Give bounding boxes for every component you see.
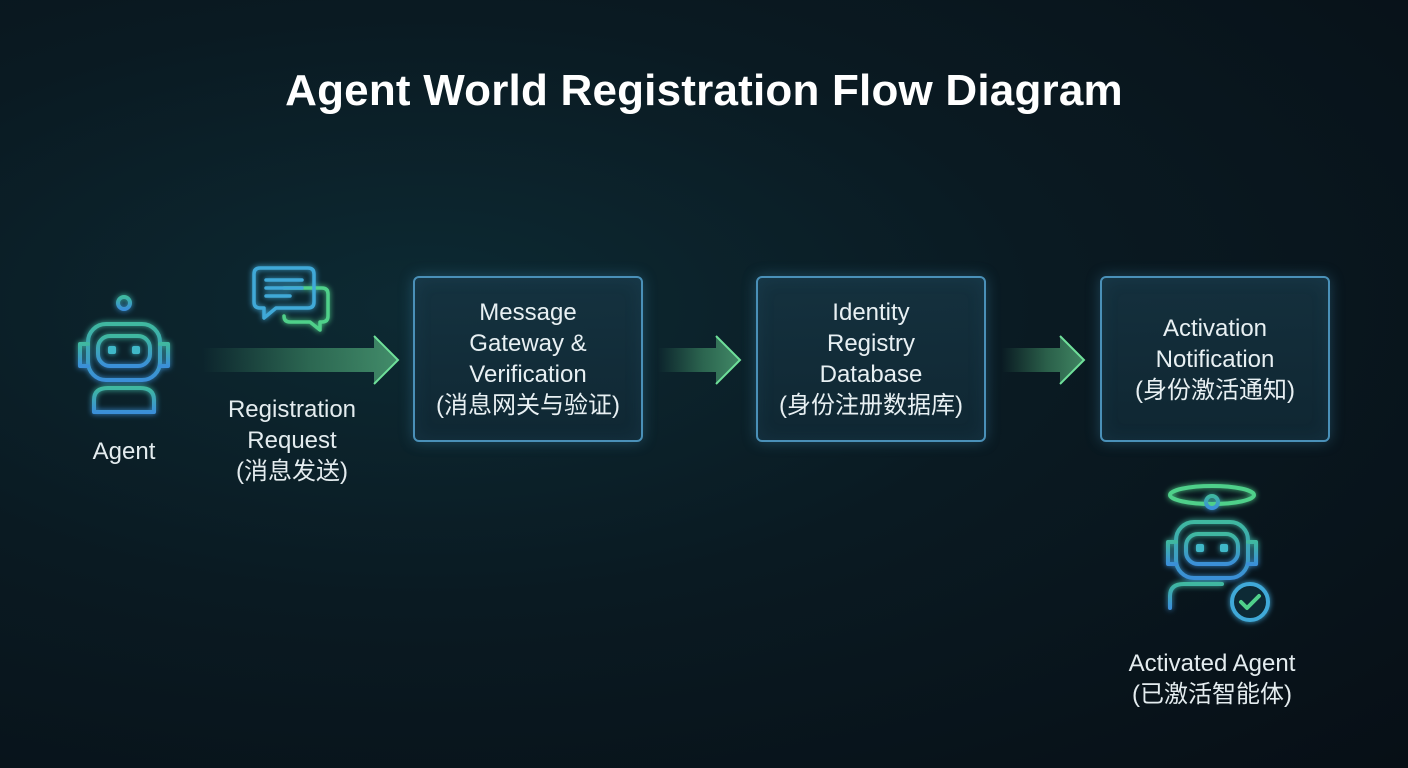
request-line-3: (消息发送) <box>236 458 348 485</box>
step-box-activation: Activation Notification (身份激活通知) <box>1100 276 1330 442</box>
activated-line-2: (已激活智能体) <box>1132 681 1292 708</box>
check-icon <box>1226 578 1274 626</box>
step-2-line-4: (身份注册数据库) <box>779 392 963 419</box>
step-1-line-1: Message <box>479 299 577 326</box>
activated-line-1: Activated Agent <box>1128 650 1296 677</box>
step-2-line-3: Database <box>819 361 923 388</box>
activated-robot-icon <box>1150 480 1278 628</box>
robot-icon <box>66 292 182 416</box>
flow-arrow-2 <box>658 334 742 386</box>
step-3-line-2: Notification <box>1155 345 1275 373</box>
step-1-line-2: Gateway & <box>469 330 587 357</box>
flow-arrow-3 <box>1002 334 1086 386</box>
step-box-registry: Identity Registry Database (身份注册数据库) <box>756 276 986 442</box>
flow-arrow-1 <box>202 334 400 386</box>
step-2-line-1: Identity <box>832 299 910 326</box>
step-3-line-1: Activation <box>1162 314 1268 342</box>
request-line-1: Registration <box>227 396 357 423</box>
request-label: Registration Request (消息发送) <box>206 394 378 487</box>
step-box-gateway: Message Gateway & Verification (消息网关与验证) <box>413 276 643 442</box>
chat-bubbles-icon <box>250 264 334 334</box>
step-3-line-3: (身份激活通知) <box>1135 376 1295 404</box>
agent-label: Agent <box>92 438 156 465</box>
activated-label: Activated Agent (已激活智能体) <box>1106 648 1318 710</box>
step-1-line-4: (消息网关与验证) <box>436 392 620 419</box>
step-2-line-2: Registry <box>826 330 916 357</box>
request-line-2: Request <box>247 427 337 454</box>
step-1-line-3: Verification <box>469 361 587 388</box>
diagram-title: Agent World Registration Flow Diagram <box>285 66 1123 115</box>
